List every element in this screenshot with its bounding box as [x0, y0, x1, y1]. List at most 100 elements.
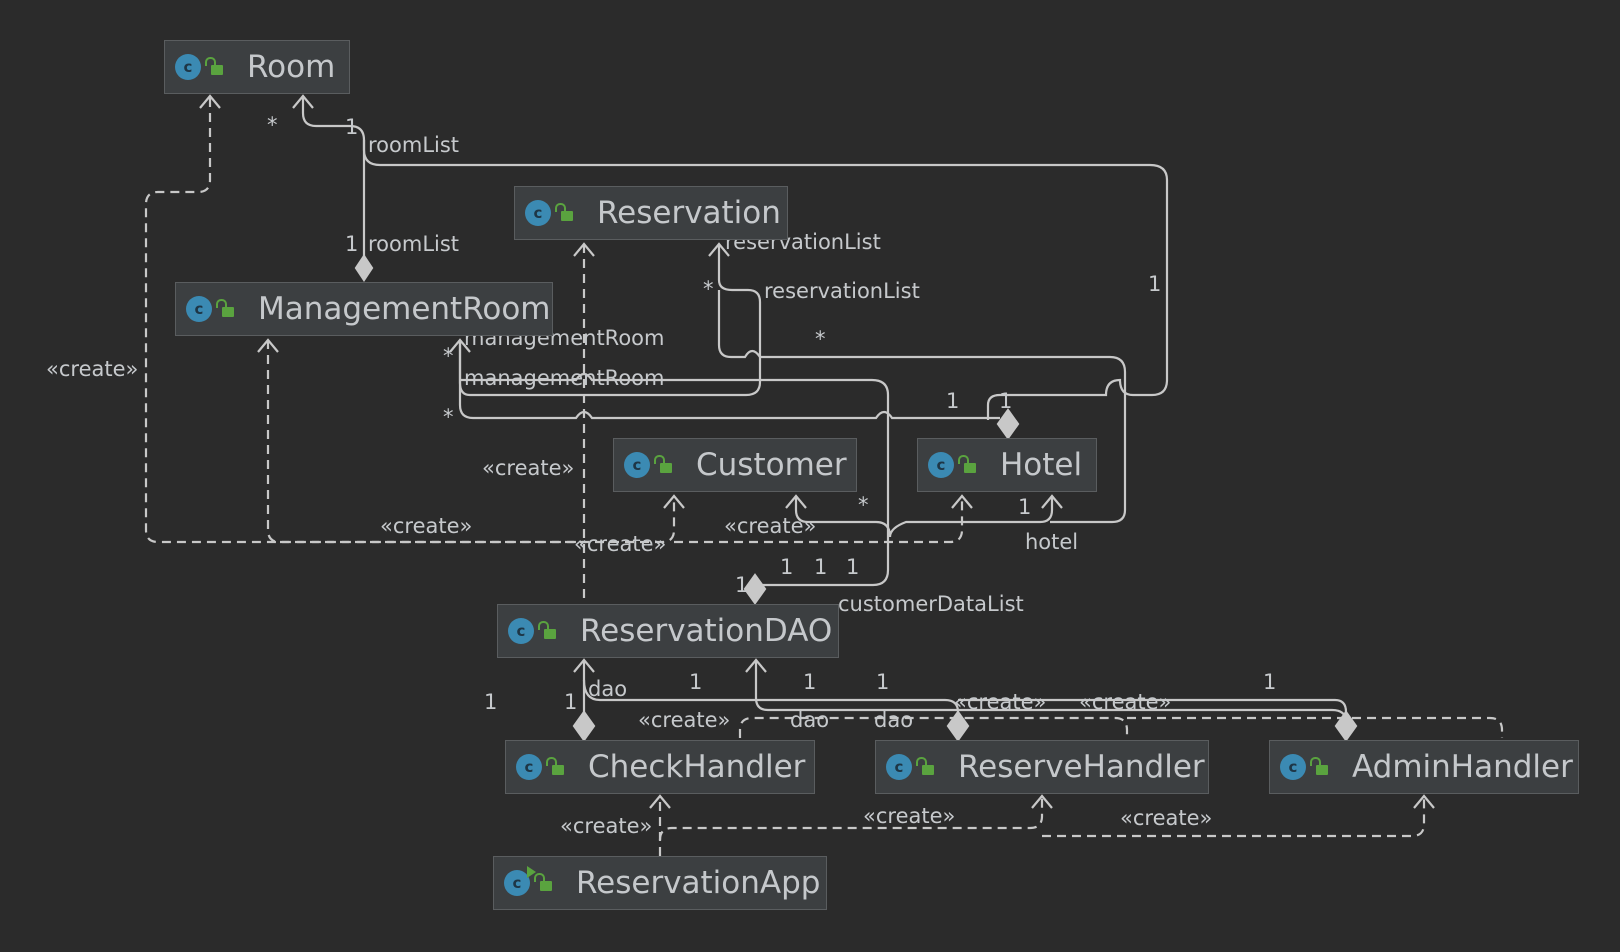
- mult: 1: [1263, 670, 1276, 694]
- class-name: ReservationApp: [576, 865, 821, 901]
- mult: 1: [999, 389, 1012, 413]
- node-reservehandler[interactable]: c ReserveHandler: [875, 740, 1209, 794]
- mult: 1: [946, 389, 959, 413]
- label-dao-2: dao: [790, 708, 829, 732]
- composition-diamond: [946, 710, 970, 742]
- arrow-head: [649, 794, 671, 809]
- node-managementroom[interactable]: c ManagementRoom: [175, 282, 553, 336]
- edge-managementroom-dao: [460, 372, 890, 587]
- edge-create-dao-from-admin: [1127, 716, 1504, 738]
- edge-adminhandler-dao: [754, 660, 1348, 723]
- class-icon: c: [186, 296, 212, 322]
- arrow-head: [1041, 494, 1063, 509]
- class-name: ManagementRoom: [258, 291, 551, 327]
- arrow-head: [292, 94, 314, 109]
- class-name: CheckHandler: [588, 749, 806, 785]
- edge-managementroom-room: [301, 98, 366, 262]
- label-create-8: «create»: [1079, 690, 1171, 714]
- public-access-icon: [534, 873, 552, 891]
- class-icon: c: [508, 618, 534, 644]
- class-icon: c: [516, 754, 542, 780]
- node-reservationdao[interactable]: c ReservationDAO: [497, 604, 839, 658]
- arrow-head: [1413, 794, 1435, 809]
- label-create-9: «create»: [560, 814, 652, 838]
- mult: 1: [814, 555, 827, 579]
- label-create-4: «create»: [574, 532, 666, 556]
- mult: 1: [1018, 495, 1031, 519]
- label-create-1: «create»: [46, 357, 138, 381]
- edge-reservationlist-1: [458, 244, 762, 397]
- label-roomlist-1: roomList: [368, 133, 459, 157]
- public-access-icon: [216, 299, 234, 317]
- arrow-head: [708, 242, 730, 257]
- mult: 1: [689, 670, 702, 694]
- label-create-11: «create»: [1120, 806, 1212, 830]
- edge-create-customer: [280, 496, 676, 544]
- composition-diamond: [996, 408, 1020, 440]
- arrow-head: [745, 658, 767, 673]
- edge-reservehandler-dao: [582, 679, 960, 718]
- edge-customerdatalist: [794, 496, 1054, 538]
- edge-create-reservehandler: [658, 796, 1044, 841]
- composition-diamond: [1334, 710, 1358, 742]
- mult: 1: [1148, 272, 1161, 296]
- public-access-icon: [654, 455, 672, 473]
- node-customer[interactable]: c Customer: [613, 438, 857, 492]
- label-create-5: «create»: [724, 514, 816, 538]
- class-icon: c: [886, 754, 912, 780]
- mult: *: [858, 493, 869, 517]
- public-access-icon: [205, 57, 223, 75]
- mult: *: [267, 113, 278, 137]
- edge-adminhandler-dao-2: [958, 698, 1348, 713]
- mult: 1: [803, 670, 816, 694]
- label-create-3: «create»: [380, 514, 472, 538]
- composition-diamond: [743, 573, 767, 605]
- public-access-icon: [916, 757, 934, 775]
- label-create-10: «create»: [863, 804, 955, 828]
- arrow-head: [573, 242, 595, 257]
- edge-create-hotel: [674, 496, 964, 544]
- node-reservationapp[interactable]: c ReservationApp: [493, 856, 827, 910]
- label-dao-1: dao: [588, 677, 627, 701]
- node-adminhandler[interactable]: c AdminHandler: [1269, 740, 1579, 794]
- public-access-icon: [958, 455, 976, 473]
- class-icon: c: [624, 452, 650, 478]
- node-room[interactable]: c Room: [164, 40, 350, 94]
- arrow-head: [199, 94, 221, 109]
- mult: *: [703, 277, 714, 301]
- edge-create-managementroom: [266, 340, 281, 544]
- label-reservationlist-2: reservationList: [764, 279, 920, 303]
- node-hotel[interactable]: c Hotel: [917, 438, 1097, 492]
- label-customerdatalist: customerDataList: [838, 592, 1024, 616]
- class-name: ReserveHandler: [958, 749, 1205, 785]
- arrow-head: [951, 494, 973, 509]
- class-icon: c: [928, 452, 954, 478]
- public-access-icon: [1310, 757, 1328, 775]
- arrow-head: [257, 338, 279, 353]
- class-name: Hotel: [1000, 447, 1083, 483]
- class-name: ReservationDAO: [580, 613, 833, 649]
- class-icon: c: [525, 200, 551, 226]
- mult: 1: [846, 555, 859, 579]
- class-name: AdminHandler: [1352, 749, 1573, 785]
- node-checkhandler[interactable]: c CheckHandler: [505, 740, 815, 794]
- edge-create-room: [144, 98, 586, 544]
- mult: *: [443, 405, 454, 429]
- composition-diamond: [572, 710, 596, 742]
- label-create-2: «create»: [482, 456, 574, 480]
- mult: 1: [484, 690, 497, 714]
- edge-create-adminhandler: [1042, 796, 1426, 838]
- public-access-icon: [555, 203, 573, 221]
- mult: 1: [345, 232, 358, 256]
- arrow-head: [785, 494, 807, 509]
- mult: 1: [345, 115, 358, 139]
- mult: 1: [876, 670, 889, 694]
- class-icon: c: [1280, 754, 1306, 780]
- mult: 1: [564, 690, 577, 714]
- class-name: Room: [247, 49, 336, 85]
- public-access-icon: [546, 757, 564, 775]
- node-reservation[interactable]: c Reservation: [514, 186, 788, 240]
- arrow-head: [1031, 794, 1053, 809]
- edge-hotel-room: [362, 140, 1169, 397]
